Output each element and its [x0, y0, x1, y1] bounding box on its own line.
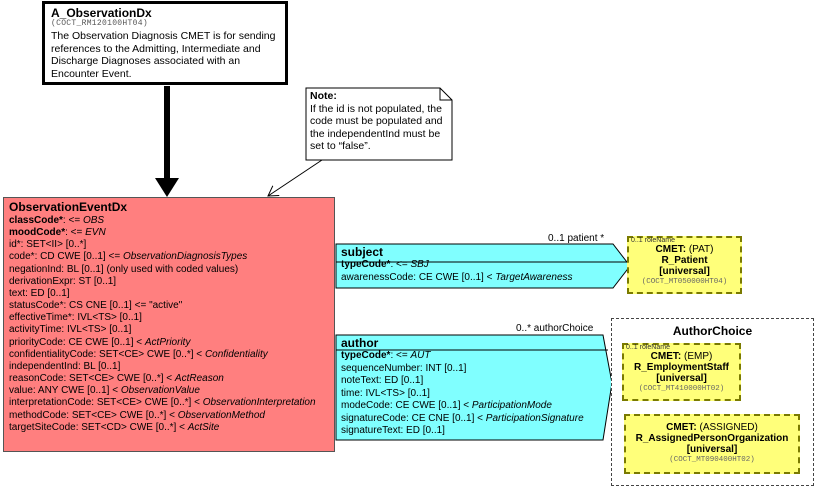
- cmet-staff-kind: (EMP): [681, 351, 713, 362]
- entry-arrowhead: [155, 178, 179, 197]
- attribute-row: interpretationCode: SET<CE> CWE [0..*] <…: [9, 397, 316, 409]
- attribute-row: confidentialityCode: SET<CE> CWE [0..*] …: [9, 348, 268, 360]
- attribute-row: code*: CD CWE [0..1] <= ObservationDiagn…: [9, 251, 248, 263]
- cmet-org-name: R_AssignedPersonOrganization: [635, 433, 789, 444]
- note-text: If the id is not populated, the code mus…: [310, 102, 443, 153]
- note-pointer: [268, 159, 323, 196]
- subject-arrow-shape: [335, 243, 631, 289]
- attribute-row: statusCode*: CS CNE [0..1] <= "active": [9, 300, 183, 312]
- attribute-row: priorityCode: CE CWE [0..1] < ActPriorit…: [9, 336, 191, 348]
- cmet-patient-level: [universal]: [659, 266, 710, 277]
- cmet-patient-box: 0..1 roleName CMET: (PAT) R_Patient [uni…: [627, 236, 742, 294]
- cmet-staff-level: [universal]: [656, 373, 707, 384]
- attribute-row: negationInd: BL [0..1] (only used with c…: [9, 263, 239, 275]
- attribute-row: modeCode: CE CWE [0..1] < ParticipationM…: [341, 400, 552, 411]
- cmet-org-kind: (ASSIGNED): [696, 422, 758, 433]
- cmet-staff-rolename: 0..1 roleName: [626, 344, 670, 351]
- subject-title: subject: [341, 245, 384, 259]
- attribute-row: derivationExpr: ST [0..1]: [9, 275, 117, 287]
- cmet-patient-rolename: 0..1 roleName: [631, 237, 675, 244]
- attribute-row: reasonCode: SET<CE> CWE [0..*] < ActReas…: [9, 373, 224, 385]
- note-shape: [305, 87, 453, 161]
- observation-class-title: ObservationEventDx: [9, 200, 128, 214]
- attribute-row: awarenessCode: CE CWE [0..1] < TargetAwa…: [341, 271, 573, 283]
- cmet-patient-code: (COCT_MT050000HT04): [641, 278, 728, 286]
- cmet-employment-staff-box: 0..1 roleName CMET: (EMP) R_EmploymentSt…: [622, 343, 741, 401]
- author-choice-title: AuthorChoice: [672, 324, 753, 338]
- cmet-staff-code: (COCT_MT410000HT02): [638, 385, 725, 393]
- attribute-row: independentInd: BL [0..1]: [9, 360, 121, 372]
- author-role-label: 0..* authorChoice: [516, 323, 594, 334]
- attribute-row: sequenceNumber: INT [0..1]: [341, 362, 467, 374]
- cmet-org-level: [universal]: [686, 444, 738, 455]
- author-title: author: [341, 336, 379, 350]
- attribute-row: moodCode*: <= EVN: [9, 227, 106, 239]
- entry-point-description: The Observation Diagnosis CMET is for se…: [51, 30, 276, 80]
- note-box: Note: If the id is not populated, the co…: [306, 88, 452, 160]
- cmet-patient-label: CMET:: [655, 244, 687, 255]
- cmet-patient-name: R_Patient: [661, 255, 708, 266]
- attribute-row: value: ANY CWE [0..1] < ObservationValue: [9, 385, 200, 397]
- attribute-row: activityTime: IVL<TS> [0..1]: [9, 324, 132, 336]
- author-arrow-shape: [335, 334, 613, 441]
- entry-point-title: A_ObservationDx: [51, 6, 152, 20]
- attribute-row: methodCode: SET<CE> CWE [0..*] < Observa…: [9, 409, 265, 421]
- attribute-row: signatureCode: CE CNE [0..1] < Participa…: [341, 412, 584, 424]
- attribute-row: typeCode*: <= AUT: [341, 350, 431, 361]
- attribute-row: typeCode*: <= SBJ: [341, 259, 429, 270]
- attribute-row: targetSiteCode: SET<CD> CWE [0..*] < Act…: [9, 421, 220, 433]
- attribute-row: signatureText: ED [0..1]: [341, 425, 445, 436]
- attribute-row: time: IVL<TS> [0..1]: [341, 387, 430, 399]
- cmet-staff-label: CMET:: [650, 351, 682, 362]
- cmet-assigned-organization-box: CMET: (ASSIGNED) R_AssignedPersonOrganiz…: [624, 414, 800, 474]
- entry-point-box: A_ObservationDx (COCT_RM120100HT04) The …: [42, 1, 288, 85]
- attribute-row: id*: SET<II> [0..*]: [9, 239, 87, 251]
- cmet-org-label: CMET:: [666, 422, 697, 433]
- attribute-row: noteText: ED [0..1]: [341, 375, 424, 386]
- cmet-patient-kind: (PAT): [686, 244, 714, 255]
- entry-point-code: (COCT_RM120100HT04): [51, 19, 148, 28]
- attribute-row: text: ED [0..1]: [9, 287, 70, 299]
- subject-role-label: 0..1 patient *: [548, 233, 605, 244]
- note-title: Note:: [310, 90, 337, 102]
- cmet-staff-name: R_EmploymentStaff: [633, 362, 729, 373]
- attribute-row: classCode*: <= OBS: [9, 215, 105, 226]
- cmet-org-code: (COCT_MT090400HT02): [669, 456, 755, 464]
- attribute-row: effectiveTime*: IVL<TS> [0..1]: [9, 312, 142, 324]
